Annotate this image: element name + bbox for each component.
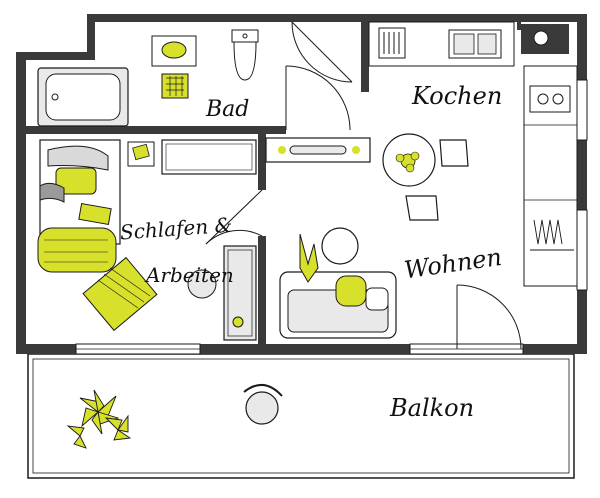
room-label-wohnen: Wohnen [402,243,503,284]
bed [37,139,121,273]
balcony-plant [66,389,132,449]
room-label-bad: Bad [205,97,249,122]
rug [82,256,158,332]
room-label-kochen: Kochen [411,82,502,110]
tv-sideboard [265,137,371,163]
bedroom-stool [187,269,217,299]
washbasin [151,35,197,67]
stove [529,85,571,113]
bathtub [37,67,129,127]
floor-lamp [321,227,359,265]
dining-table [382,133,436,187]
balcony-chair [243,384,283,425]
outer-walls [16,14,587,354]
kitchen-cabinets [530,219,574,251]
dish-rack [378,27,406,59]
bath-mat [161,73,189,99]
windows [75,79,588,355]
room-label-schlafen: Schlafen & [119,213,233,245]
nightstand [127,141,155,167]
interior-walls [26,14,521,344]
toilet [231,29,259,81]
balcony-area [27,353,575,479]
fridge [521,24,569,54]
wardrobe [223,245,257,341]
plant [299,233,319,283]
kitchen-sink [448,29,502,59]
sofa [279,271,397,339]
dining-chair [405,195,439,221]
doors [205,21,522,350]
room-label-balkon: Balkon [389,394,474,422]
bedroom-desk [161,139,257,175]
room-label-arbeiten: Arbeiten [144,263,234,287]
dining-chair [439,139,469,167]
